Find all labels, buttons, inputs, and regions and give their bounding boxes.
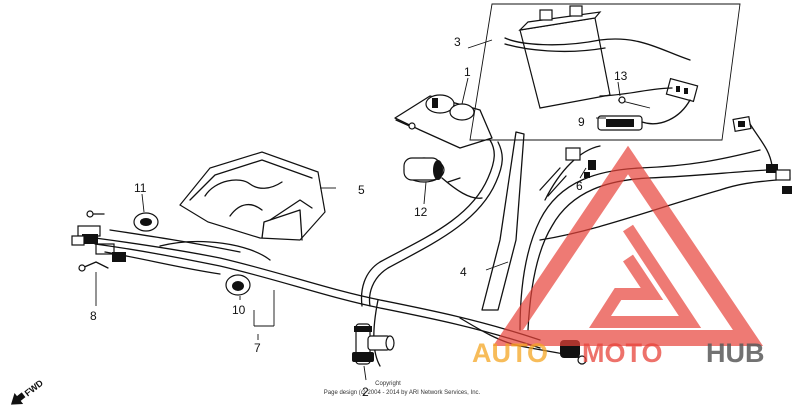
callout-2: 2 xyxy=(362,385,369,399)
condenser xyxy=(403,157,483,199)
callout-labels: 1 2 3 4 5 6 7 8 9 10 11 12 13 xyxy=(90,35,628,399)
callout-4: 4 xyxy=(460,265,467,279)
lead-wire-8 xyxy=(78,210,109,272)
callout-7: 7 xyxy=(254,341,261,355)
callout-11: 11 xyxy=(134,181,147,195)
watermark-text-auto: AUTO xyxy=(472,338,548,368)
watermark-text-hub: HUB xyxy=(706,338,765,368)
forward-direction-arrow: FWD xyxy=(10,377,46,405)
callout-5: 5 xyxy=(358,183,365,197)
battery-tray xyxy=(179,151,326,241)
fitting-2 xyxy=(352,323,395,365)
callout-10: 10 xyxy=(232,303,246,317)
watermark-text-moto: MOTO xyxy=(582,338,663,368)
callout-1: 1 xyxy=(464,65,471,79)
tube-4 xyxy=(360,131,525,311)
copyright-notice: Copyright Page design (c) 2004 - 2014 by… xyxy=(324,381,481,396)
callout-9: 9 xyxy=(578,115,585,129)
callout-12: 12 xyxy=(414,205,428,219)
battery-inset xyxy=(469,3,741,141)
grommet-10 xyxy=(225,274,251,296)
callout-6: 6 xyxy=(576,179,583,193)
copyright-line-1: Copyright xyxy=(375,381,401,387)
callout-8: 8 xyxy=(90,309,97,323)
watermark-triangle-logo xyxy=(492,145,764,346)
callout-3: 3 xyxy=(454,35,461,49)
leader-lines xyxy=(95,39,621,381)
automotohub-watermark: AUTO MOTO HUB xyxy=(472,145,765,368)
fwd-label: FWD xyxy=(23,377,46,398)
fwd-arrow-icon xyxy=(10,392,26,405)
grommet-11 xyxy=(133,212,159,232)
callout-13: 13 xyxy=(614,69,628,83)
copyright-line-2: Page design (c) 2004 - 2014 by ARI Netwo… xyxy=(324,390,481,396)
main-wire-harness xyxy=(71,116,792,367)
